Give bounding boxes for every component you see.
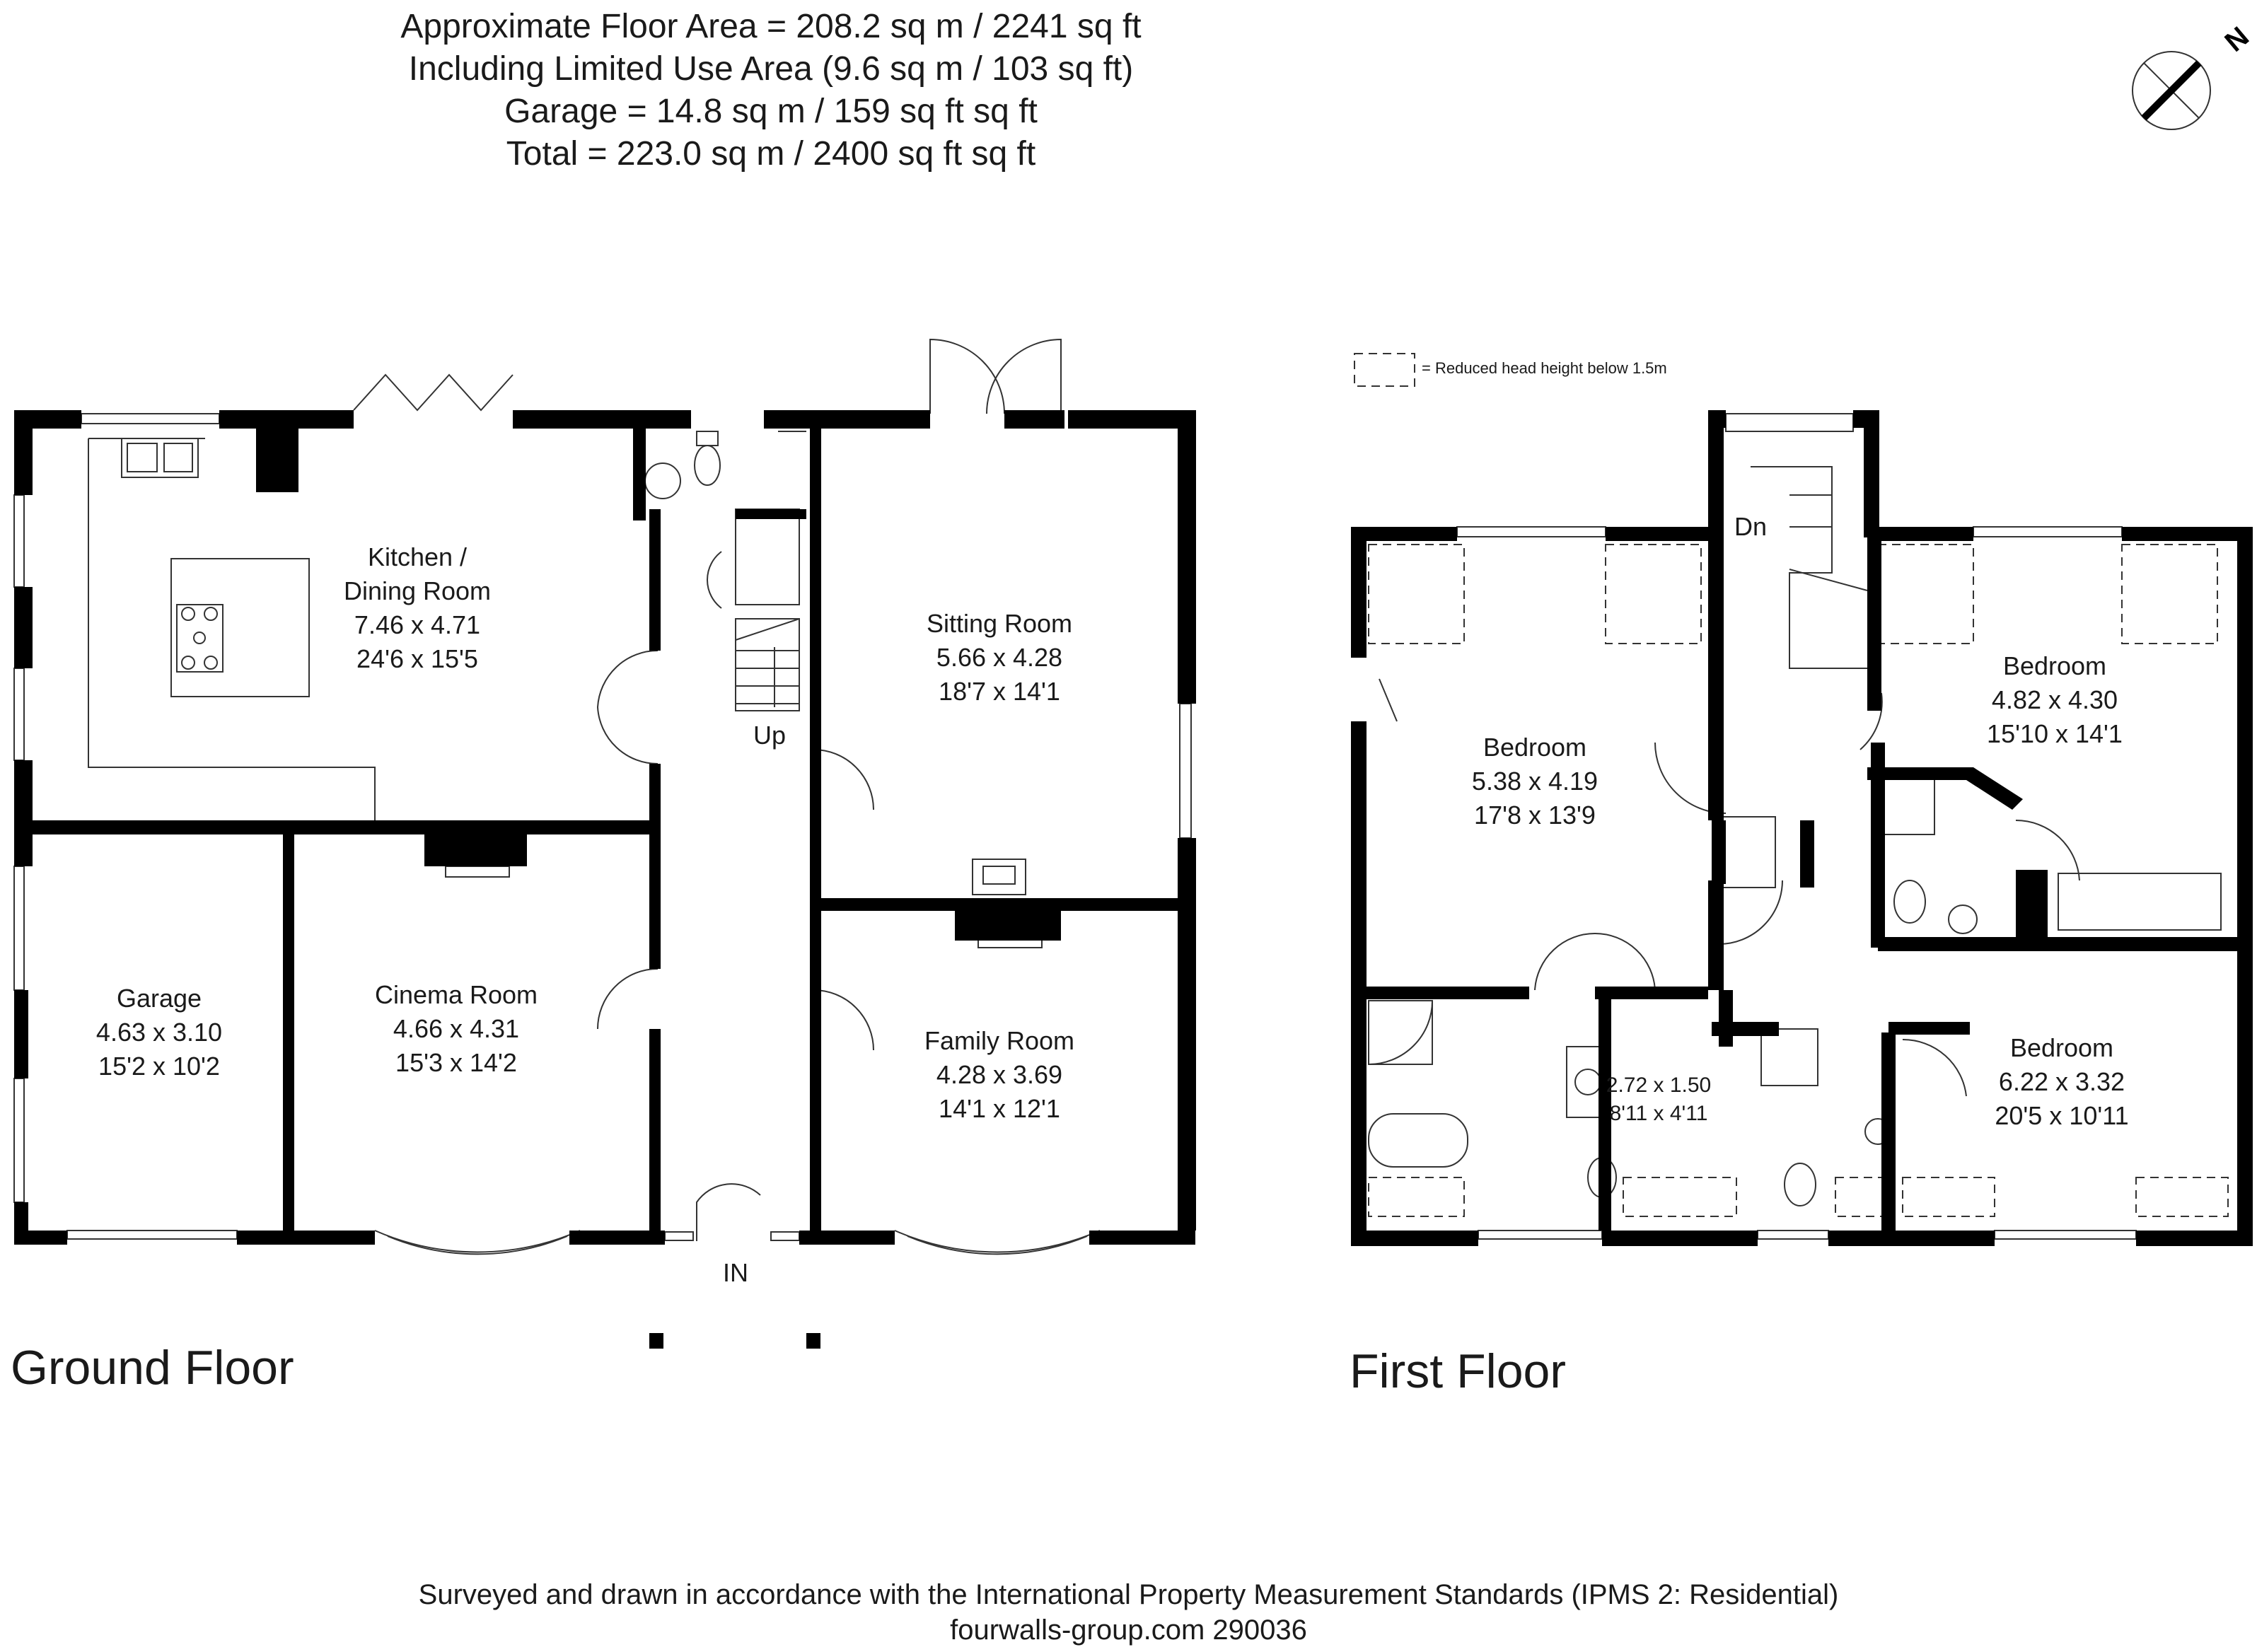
website-reference: fourwalls-group.com 290036 [950, 1615, 1307, 1646]
room-imperial: 24'6 x 15'5 [356, 644, 478, 673]
footer: Surveyed and drawn in accordance with th… [0, 1577, 2257, 1648]
entrance-label: IN [723, 1258, 748, 1287]
room-metric: 4.63 x 3.10 [95, 1018, 223, 1047]
room-name: Family Room [924, 1026, 1075, 1055]
room-metric: 6.22 x 3.32 [1998, 1067, 2125, 1096]
total-area-line: Total = 223.0 sq m / 2400 sq ft sq ft [506, 135, 1036, 173]
room-imperial: 18'7 x 14'1 [939, 677, 1060, 706]
room-metric: 7.46 x 4.71 [354, 610, 481, 639]
room-bedroom-bottom: Bedroom 6.22 x 3.32 20'5 x 10'11 [1995, 1031, 2128, 1133]
room-name: Cinema Room [374, 980, 538, 1009]
north-compass-icon: N [2132, 21, 2255, 130]
first-floor-plan [1351, 353, 2253, 1246]
room-kitchen-dining: Kitchen / Dining Room 7.46 x 4.71 24'6 x… [344, 540, 491, 676]
room-imperial: 15'3 x 14'2 [395, 1048, 517, 1077]
room-name: Bedroom [2002, 651, 2107, 680]
room-name: Dining Room [343, 576, 492, 605]
room-bedroom-right: Bedroom 4.82 x 4.30 15'10 x 14'1 [1987, 649, 2123, 751]
room-sitting: Sitting Room 5.66 x 4.28 18'7 x 14'1 [927, 607, 1072, 709]
room-cinema: Cinema Room 4.66 x 4.31 15'3 x 14'2 [375, 978, 538, 1080]
ground-floor-title: Ground Floor [11, 1341, 294, 1395]
room-metric: 4.82 x 4.30 [1991, 685, 2118, 714]
room-metric: 4.66 x 4.31 [393, 1014, 520, 1043]
garage-area-line: Garage = 14.8 sq m / 159 sq ft sq ft [504, 93, 1038, 130]
room-bedroom-left: Bedroom 5.38 x 4.19 17'8 x 13'9 [1472, 731, 1598, 832]
room-imperial: 17'8 x 13'9 [1474, 801, 1596, 830]
room-name: Garage [116, 984, 202, 1013]
area-summary: Approximate Floor Area = 208.2 sq m / 22… [0, 6, 1542, 175]
stairs-down-label: Dn [1734, 512, 1768, 541]
room-name: Sitting Room [926, 609, 1073, 638]
room-metric: 5.38 x 4.19 [1471, 767, 1599, 796]
north-label: N [2220, 21, 2255, 58]
legend-label: = Reduced head height below 1.5m [1422, 359, 1667, 377]
room-metric: 5.66 x 4.28 [936, 643, 1063, 672]
room-metric: 2.72 x 1.50 [1606, 1074, 1712, 1097]
room-imperial: 15'10 x 14'1 [1987, 719, 2123, 748]
limited-use-line: Including Limited Use Area (9.6 sq m / 1… [408, 50, 1134, 88]
first-floor-walls [1351, 410, 2253, 1246]
room-name: Bedroom [2009, 1033, 2114, 1062]
room-family: Family Room 4.28 x 3.69 14'1 x 12'1 [924, 1024, 1074, 1126]
ground-floor-walls [14, 410, 1196, 1349]
ground-floor-plan [13, 338, 1196, 1349]
first-floor-title: First Floor [1350, 1344, 1566, 1398]
room-imperial: 20'5 x 10'11 [1995, 1101, 2129, 1130]
room-imperial: 15'2 x 10'2 [98, 1052, 220, 1081]
room-imperial: 14'1 x 12'1 [939, 1094, 1060, 1123]
room-garage: Garage 4.63 x 3.10 15'2 x 10'2 [96, 982, 222, 1083]
room-imperial: 8'11 x 4'11 [1609, 1102, 1708, 1125]
floor-area-line: Approximate Floor Area = 208.2 sq m / 22… [400, 8, 1142, 45]
survey-note: Surveyed and drawn in accordance with th… [418, 1579, 1839, 1610]
room-metric: 4.28 x 3.69 [936, 1060, 1063, 1089]
stairs-up-label: Up [753, 721, 787, 750]
room-name: Bedroom [1483, 733, 1587, 762]
room-small: 2.72 x 1.50 8'11 x 4'11 [1606, 1071, 1711, 1128]
room-name: Kitchen / [367, 542, 468, 571]
